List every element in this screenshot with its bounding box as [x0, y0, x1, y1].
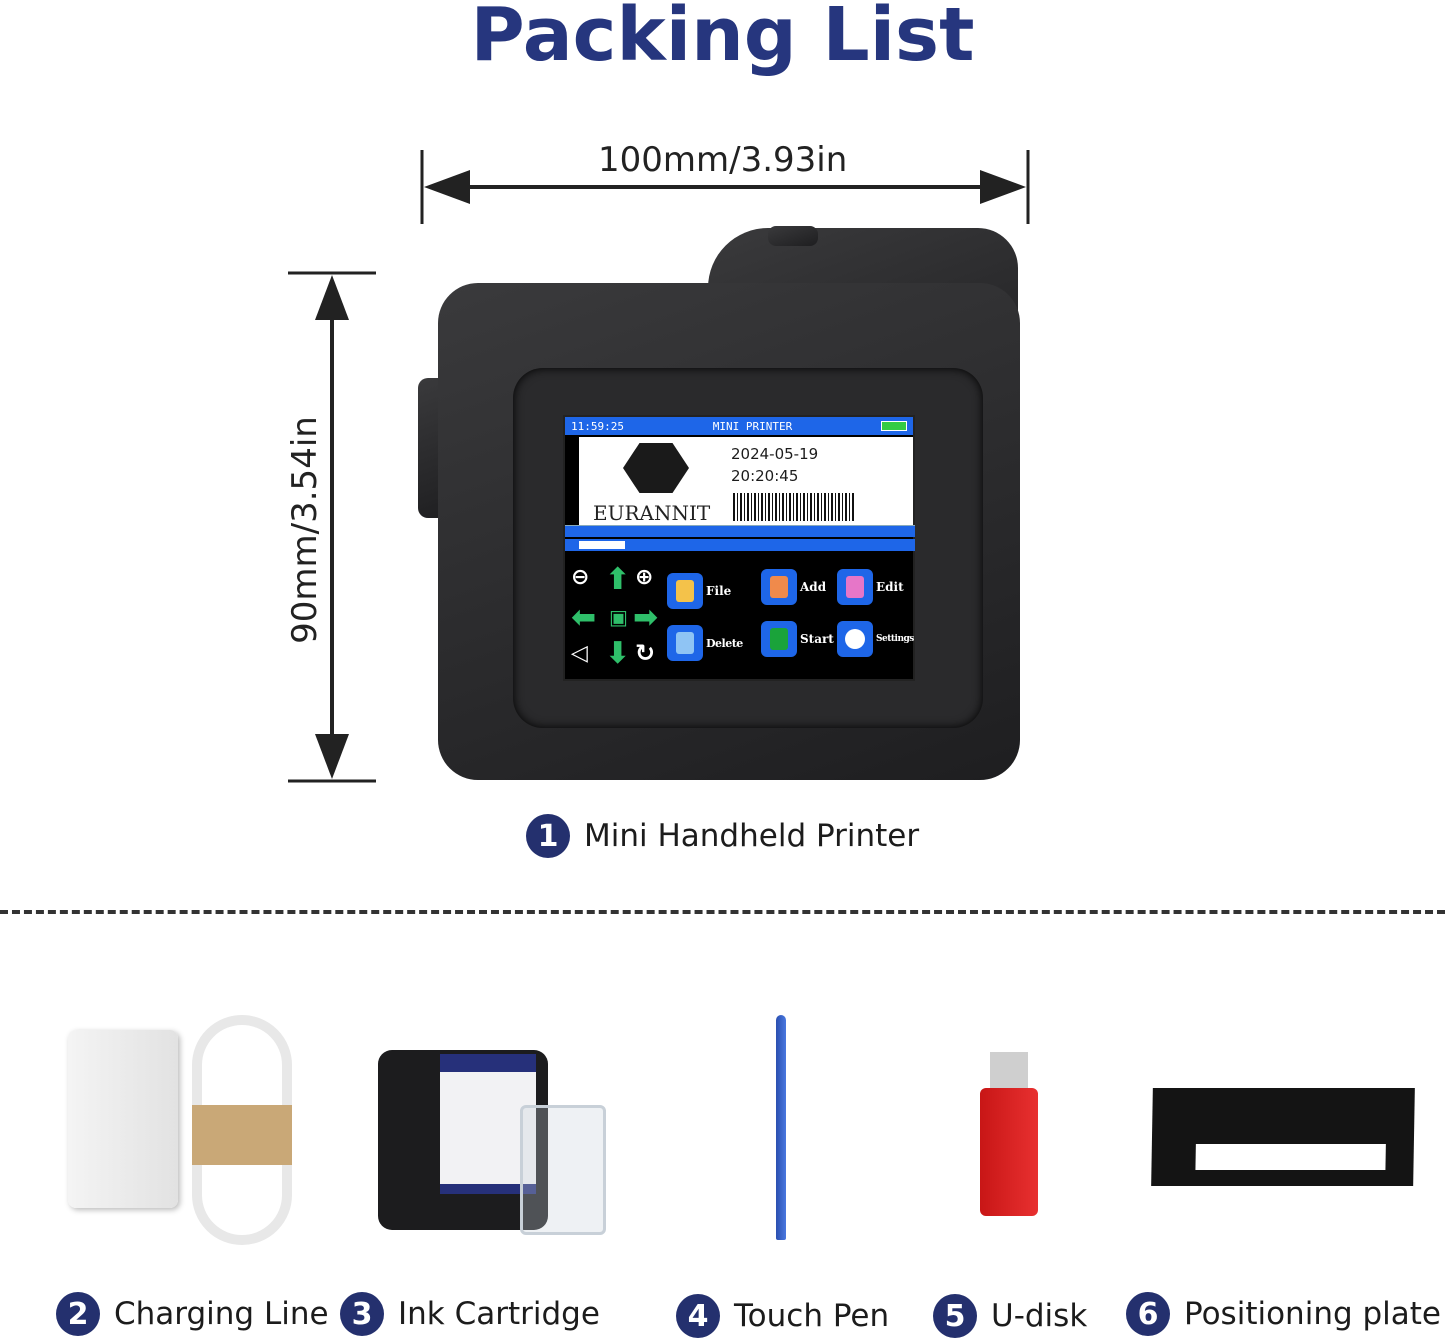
- trash-icon: [667, 625, 703, 661]
- edit-button[interactable]: Edit: [837, 567, 904, 607]
- u-disk-image: [990, 1052, 1028, 1092]
- number-badge: 1: [526, 814, 570, 858]
- divider: [0, 910, 1445, 914]
- ruler: [565, 525, 915, 537]
- file-button[interactable]: File: [667, 571, 731, 611]
- zoom-out-icon[interactable]: ⊖: [571, 565, 590, 590]
- printer-screen: 11:59:25 MINI PRINTER EURANNIT 2024-05-1…: [563, 415, 915, 681]
- center-icon[interactable]: ▣: [609, 605, 628, 629]
- number-badge: 3: [340, 1292, 384, 1336]
- mirror-icon[interactable]: ◁: [571, 641, 588, 666]
- start-icon: [761, 621, 797, 657]
- screen-clock: 11:59:25: [571, 419, 624, 433]
- horizontal-scrollbar[interactable]: [565, 539, 915, 551]
- add-button[interactable]: Add: [761, 567, 826, 607]
- arrow-right-icon[interactable]: ➡: [633, 600, 659, 635]
- number-badge: 2: [56, 1292, 100, 1336]
- cartridge-holder-image: [520, 1105, 606, 1235]
- brand-logo-icon: [623, 443, 689, 493]
- add-icon: [761, 569, 797, 605]
- positioning-plate-image: [1151, 1088, 1415, 1186]
- print-preview: EURANNIT 2024-05-19 20:20:45: [579, 437, 913, 525]
- arrow-left-icon[interactable]: ⬅: [571, 600, 597, 635]
- start-button[interactable]: Start: [761, 619, 834, 659]
- preview-time: 20:20:45: [731, 467, 799, 485]
- edit-icon: [837, 569, 873, 605]
- file-icon: [667, 573, 703, 609]
- zoom-in-icon[interactable]: ⊕: [635, 565, 654, 590]
- number-badge: 5: [933, 1294, 977, 1338]
- settings-button[interactable]: Settings: [837, 619, 914, 659]
- width-label: 100mm/3.93in: [598, 140, 848, 180]
- screen-header: MINI PRINTER: [712, 419, 793, 433]
- touch-pen-image: [776, 1015, 786, 1240]
- cable-image: [192, 1015, 292, 1245]
- delete-button[interactable]: Delete: [667, 623, 743, 663]
- u-disk-body: [980, 1088, 1038, 1216]
- charger-image: [68, 1030, 178, 1208]
- brand-name: EURANNIT: [593, 501, 711, 525]
- dimension-lines: [288, 150, 1030, 783]
- preview-date: 2024-05-19: [731, 445, 819, 463]
- battery-icon: [881, 421, 907, 431]
- number-badge: 6: [1126, 1292, 1170, 1336]
- page-title: Packing List: [470, 0, 975, 78]
- height-label: 90mm/3.54in: [285, 416, 325, 644]
- arrow-down-icon[interactable]: ⬇: [605, 636, 631, 671]
- number-badge: 4: [676, 1294, 720, 1338]
- barcode-icon: [733, 493, 855, 521]
- gear-icon: [837, 621, 873, 657]
- rotate-icon[interactable]: ↻: [635, 639, 656, 667]
- arrow-up-icon[interactable]: ⬆: [605, 562, 631, 597]
